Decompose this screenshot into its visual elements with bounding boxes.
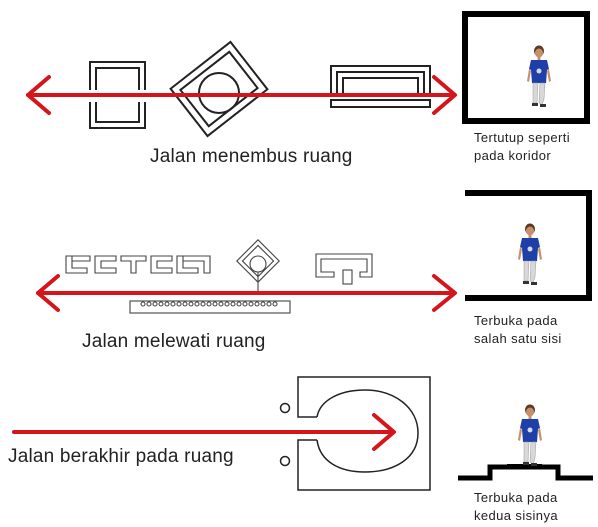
row3-note-line1: Terbuka pada: [474, 490, 558, 505]
row3-oval: [316, 389, 419, 473]
row3-plan: [279, 376, 431, 491]
row1-plan: [89, 40, 431, 138]
row3-door-mark-top: [279, 402, 291, 414]
row2-cells: [65, 255, 211, 274]
row3-caption: Jalan berakhir pada ruang: [8, 446, 234, 467]
row3-ground-line: [458, 464, 593, 481]
row2-arrow: [36, 274, 457, 312]
row2-bench: [129, 300, 291, 314]
row2-enclosure-box: [465, 190, 592, 301]
row3-note-line2: kedua sisinya: [474, 508, 558, 523]
row2-bench-dots: [140, 301, 278, 307]
row3-room: [297, 376, 431, 491]
row2-caption: Jalan melewati ruang: [82, 331, 266, 352]
row1-arrow: [26, 75, 457, 115]
row2-room: [315, 253, 373, 278]
row3-door-mark-bottom: [279, 455, 291, 467]
row1-note-line1: Tertutup seperti: [474, 130, 571, 145]
row2-note-line2: salah satu sisi: [474, 331, 562, 346]
row1-space3-top: [330, 65, 431, 93]
row3-arrow: [12, 413, 396, 451]
row2-plan: [65, 239, 373, 314]
row1-note-line2: pada koridor: [474, 148, 552, 163]
row1-enclosure-box: [462, 11, 590, 124]
row2-note-line1: Terbuka pada: [474, 313, 558, 328]
row1-space2-diamond: [169, 40, 269, 138]
row1-space3-bottom: [330, 99, 431, 108]
row1-space1-bottom-bracket: [89, 102, 146, 129]
row1-space1-top-bracket: [89, 61, 146, 90]
row1-caption: Jalan menembus ruang: [150, 146, 353, 167]
row2-diamond: [236, 239, 280, 283]
